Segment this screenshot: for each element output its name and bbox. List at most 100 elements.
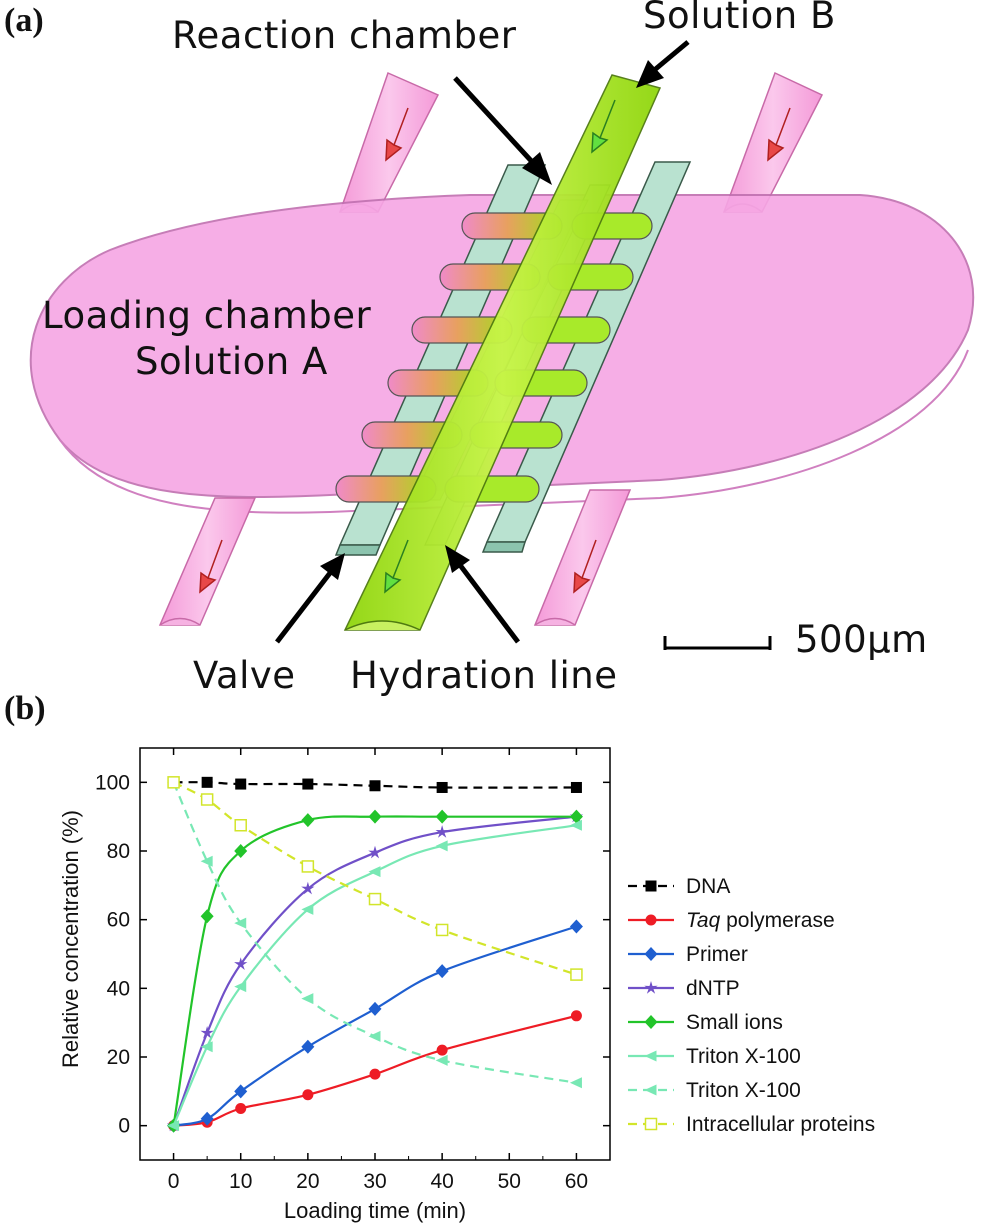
legend-marker: [644, 1015, 658, 1029]
data-point: [301, 1039, 315, 1054]
data-point: [200, 909, 214, 924]
data-point: [436, 781, 448, 793]
data-point: [368, 892, 382, 906]
panel-b-label: (b): [4, 690, 46, 727]
flow-arrow-icon: [767, 107, 791, 162]
x-tick-label: 10: [229, 1170, 252, 1193]
legend-label: Small ions: [686, 1011, 783, 1034]
data-point: [301, 993, 314, 1005]
outlet-tube-bottom-right: [533, 489, 632, 626]
series-2: [167, 919, 583, 1133]
series-4: [167, 809, 583, 1133]
series-layer: [166, 776, 584, 1133]
data-point: [436, 1044, 448, 1056]
x-axis-title: Loading time (min): [284, 1198, 466, 1223]
legend-marker: [645, 914, 657, 926]
legend-marker: [644, 1117, 658, 1131]
legend-item: Triton X-100: [628, 1045, 801, 1068]
data-point: [302, 1089, 314, 1101]
hydration-line-label: Hydration line: [350, 654, 618, 697]
data-point: [234, 844, 248, 858]
legend-item: dNTP: [628, 977, 740, 1000]
data-point: [302, 778, 314, 790]
solution-a-label: Solution A: [135, 340, 328, 383]
legend-marker: [644, 1050, 657, 1062]
legend-marker: [644, 1084, 657, 1096]
legend-item: DNA: [628, 875, 730, 898]
x-tick-label: 40: [430, 1170, 453, 1193]
legend-label: Triton X-100: [686, 1045, 801, 1068]
legend-label: dNTP: [686, 977, 740, 1000]
data-point: [569, 1077, 582, 1089]
data-point: [200, 1111, 214, 1126]
y-tick-label: 60: [107, 909, 130, 932]
data-point: [368, 1030, 381, 1042]
data-point: [569, 919, 583, 934]
flow-arrow-icon: [573, 539, 597, 594]
legend-marker: [644, 947, 658, 961]
y-tick-label: 40: [107, 977, 130, 1000]
data-point: [368, 845, 382, 859]
data-point: [368, 809, 382, 824]
outlet-tube-bottom-left: [158, 497, 257, 626]
data-point: [435, 825, 449, 838]
data-point: [235, 778, 247, 790]
x-tick-label: 50: [498, 1170, 521, 1193]
data-point: [234, 917, 247, 929]
x-tick-label: 30: [363, 1170, 386, 1193]
legend-item: Triton X-100: [628, 1079, 801, 1102]
data-point: [570, 1010, 582, 1022]
data-point: [435, 923, 449, 937]
data-point: [234, 981, 247, 993]
data-point: [200, 1041, 213, 1053]
flow-arrow-icon: [384, 539, 409, 594]
data-point: [234, 819, 247, 832]
series-3: [166, 809, 584, 1132]
panel-a-label: (a): [4, 2, 44, 39]
data-point: [301, 860, 315, 873]
solution-b-label: Solution B: [643, 0, 836, 37]
scale-bar-label: 500µm: [795, 618, 928, 661]
data-point: [234, 957, 248, 970]
microfluidic-device-diagram: [29, 40, 975, 650]
data-point: [235, 1103, 247, 1114]
reaction-chamber-label: Reaction chamber: [172, 14, 517, 57]
y-tick-label: 80: [107, 840, 130, 863]
y-axis-title: Relative concentration (%): [58, 810, 83, 1068]
data-point: [234, 1084, 248, 1099]
data-point: [570, 968, 583, 981]
data-point: [301, 881, 315, 895]
data-point: [435, 840, 448, 852]
valve-left: [334, 164, 547, 556]
data-point: [201, 776, 213, 788]
scale-bar: [663, 636, 772, 650]
legend-marker: [645, 880, 657, 892]
series-line: [173, 925, 577, 1127]
data-point: [167, 1120, 180, 1132]
legend-item: Small ions: [628, 1011, 783, 1034]
flow-arrow-icon: [591, 99, 616, 154]
loading-chamber-label: Loading chamber: [42, 294, 372, 337]
legend-marker: [644, 981, 658, 994]
legend-item: Taq polymerase: [628, 909, 835, 932]
data-point: [569, 819, 582, 831]
legend-label: Intracellular proteins: [686, 1113, 875, 1136]
data-point: [435, 1054, 448, 1066]
flow-arrow-icon: [385, 107, 409, 162]
legend-item: Intracellular proteins: [628, 1113, 875, 1136]
data-point: [368, 866, 381, 878]
data-point: [569, 809, 583, 824]
x-tick-label: 0: [168, 1170, 180, 1193]
annotation-arrows: [275, 40, 690, 644]
data-point: [200, 1026, 214, 1039]
legend-item: Primer: [628, 943, 748, 966]
x-tick-label: 60: [565, 1170, 588, 1193]
legend-label: Triton X-100: [686, 1079, 801, 1102]
data-point: [570, 781, 582, 793]
x-tick-label: 20: [296, 1170, 319, 1193]
data-point: [200, 855, 213, 867]
legend-label: DNA: [686, 875, 730, 898]
